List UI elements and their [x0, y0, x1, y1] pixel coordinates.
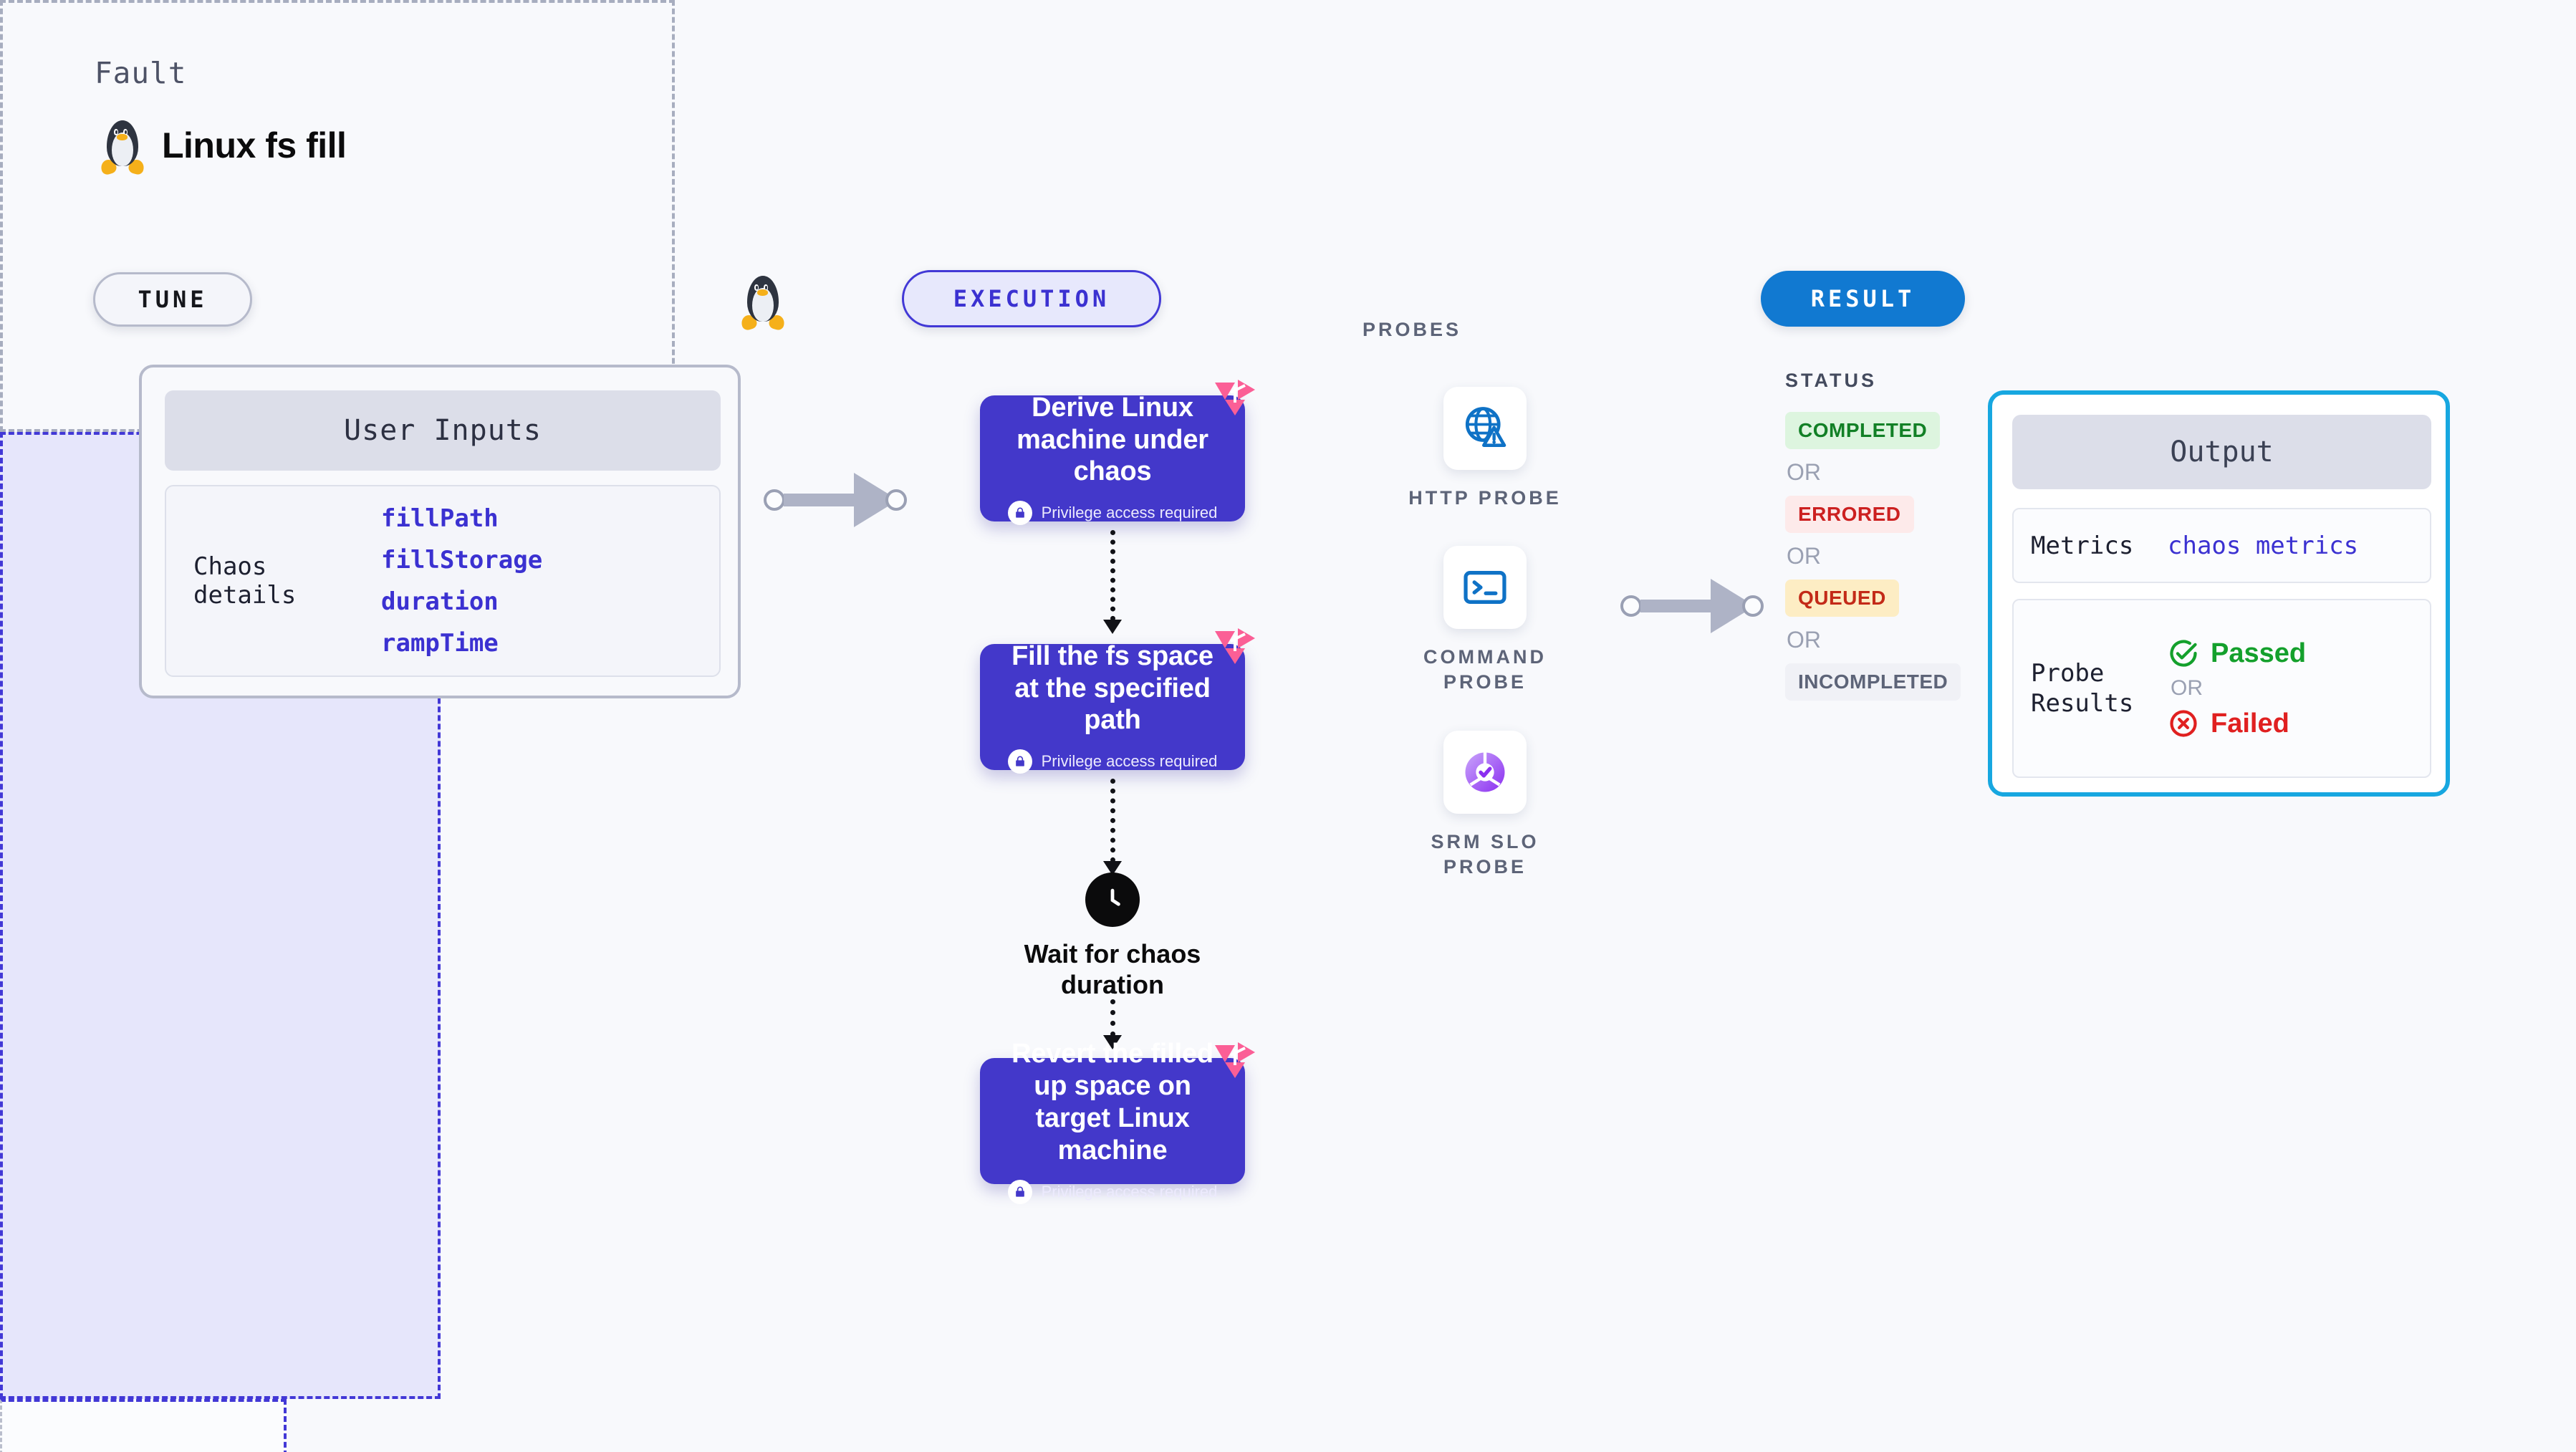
- execution-pill[interactable]: EXECUTION: [902, 270, 1161, 327]
- result-pill[interactable]: RESULT: [1761, 271, 1965, 327]
- connector-start-dot: [764, 489, 785, 511]
- param-fill-storage[interactable]: fillStorage: [381, 546, 543, 574]
- status-or-label: OR: [1787, 543, 1821, 569]
- param-ramp-time[interactable]: rampTime: [381, 629, 499, 658]
- privilege-note-text: Privilege access required: [1041, 752, 1218, 771]
- privilege-note: Privilege access required: [1007, 501, 1218, 526]
- connector-start-dot: [1620, 595, 1642, 617]
- status-badge-queued: QUEUED: [1785, 580, 1899, 617]
- probe-result-passed-label: Passed: [2211, 638, 2307, 668]
- status-list: COMPLETED OR ERRORED OR QUEUED OR INCOMP…: [1785, 412, 1961, 701]
- status-or-label: OR: [1787, 459, 1821, 485]
- metrics-row: Metrics chaos metrics: [2012, 508, 2431, 583]
- lock-icon: [1007, 1179, 1032, 1204]
- status-title: STATUS: [1785, 370, 1877, 391]
- chaos-details-param-list: fillPath fillStorage duration rampTime: [381, 504, 542, 658]
- probe-http[interactable]: HTTP PROBE: [1406, 387, 1564, 511]
- probe-result-or-label: OR: [2171, 676, 2203, 700]
- flow-arrow-wait-to-step3: [1103, 989, 1122, 1049]
- execution-step-derive-linux-machine[interactable]: Derive Linux machine under chaos Privile…: [980, 380, 1255, 526]
- connector-shaft: [784, 494, 857, 506]
- tune-linux-penguin-icon: [739, 274, 787, 332]
- execution-step-revert-filled-space[interactable]: Revert the filled up space on target Lin…: [980, 1039, 1255, 1204]
- probe-srm-slo[interactable]: SRM SLO PROBE: [1406, 731, 1564, 880]
- connector-end-dot: [885, 489, 907, 511]
- chaos-details-label: Chaos details: [193, 552, 297, 610]
- connector-end-dot: [1742, 595, 1764, 617]
- flow-arrow-step2-to-wait: [1103, 779, 1122, 875]
- status-badge-incompleted: INCOMPLETED: [1785, 663, 1961, 701]
- check-circle-icon: [2170, 640, 2197, 667]
- lock-icon: [1007, 749, 1032, 774]
- fault-kicker-label: Fault: [95, 56, 187, 90]
- probe-command[interactable]: COMMAND PROBE: [1406, 546, 1564, 695]
- metrics-value[interactable]: chaos metrics: [2168, 531, 2359, 560]
- globe-warning-icon: [1465, 407, 1506, 447]
- clock-icon: [1085, 872, 1140, 927]
- privilege-note: Privilege access required: [1007, 1179, 1218, 1204]
- status-badge-errored: ERRORED: [1785, 496, 1914, 533]
- chaos-details-box: Chaos details fillPath fillStorage durat…: [165, 485, 721, 677]
- output-header: Output: [2012, 415, 2431, 489]
- fault-title-row: Linux fs fill: [99, 118, 347, 176]
- probes-region: [0, 1399, 287, 1452]
- tune-pill[interactable]: TUNE: [93, 272, 252, 327]
- page-title: Linux fs fill: [162, 125, 347, 165]
- execution-step-title: Derive Linux machine under chaos: [1017, 392, 1208, 487]
- param-fill-path[interactable]: fillPath: [381, 504, 499, 533]
- execution-step-fill-fs-space[interactable]: Fill the fs space at the specified path …: [980, 628, 1255, 774]
- privilege-note-text: Privilege access required: [1041, 1182, 1218, 1201]
- lock-icon: [1007, 501, 1032, 526]
- execution-step-title: Revert the filled up space on target Lin…: [1011, 1039, 1213, 1165]
- probe-results-values: Passed OR Failed: [2168, 638, 2306, 739]
- terminal-icon: [1464, 571, 1506, 604]
- privilege-note: Privilege access required: [1007, 749, 1218, 774]
- litmus-chaos-badge-icon: [1215, 628, 1255, 664]
- param-duration[interactable]: duration: [381, 587, 499, 616]
- execution-step-title: Fill the fs space at the specified path: [1011, 640, 1213, 736]
- probe-tile: [1443, 546, 1527, 629]
- linux-penguin-icon: [99, 118, 146, 176]
- probe-label: COMMAND PROBE: [1423, 646, 1547, 693]
- probes-title: PROBES: [1363, 319, 1462, 340]
- connector-shaft: [1640, 600, 1714, 612]
- metrics-label: Metrics: [2031, 531, 2134, 560]
- litmus-chaos-badge-icon: [1215, 1042, 1255, 1078]
- probe-tile: [1443, 387, 1527, 470]
- status-or-label: OR: [1787, 627, 1821, 653]
- connector-tune-to-execution: [764, 473, 907, 527]
- probe-label: HTTP PROBE: [1408, 487, 1562, 509]
- flow-arrow-step1-to-step2: [1103, 530, 1122, 634]
- wait-for-chaos-duration-node: Wait for chaos duration: [980, 872, 1245, 1000]
- probe-result-failed: Failed: [2168, 708, 2306, 739]
- probe-tile: [1443, 731, 1527, 814]
- connector-probes-to-result: [1620, 579, 1764, 633]
- probe-result-passed: Passed: [2168, 638, 2306, 669]
- srm-slo-check-icon: [1465, 752, 1505, 792]
- privilege-note-text: Privilege access required: [1041, 504, 1218, 522]
- probe-label: SRM SLO PROBE: [1431, 831, 1539, 878]
- x-circle-icon: [2170, 710, 2197, 737]
- user-inputs-card: User Inputs Chaos details fillPath fillS…: [139, 365, 741, 698]
- user-inputs-header: User Inputs: [165, 390, 721, 471]
- litmus-chaos-badge-icon: [1215, 380, 1255, 415]
- probe-result-failed-label: Failed: [2211, 708, 2289, 739]
- status-badge-completed: COMPLETED: [1785, 412, 1941, 449]
